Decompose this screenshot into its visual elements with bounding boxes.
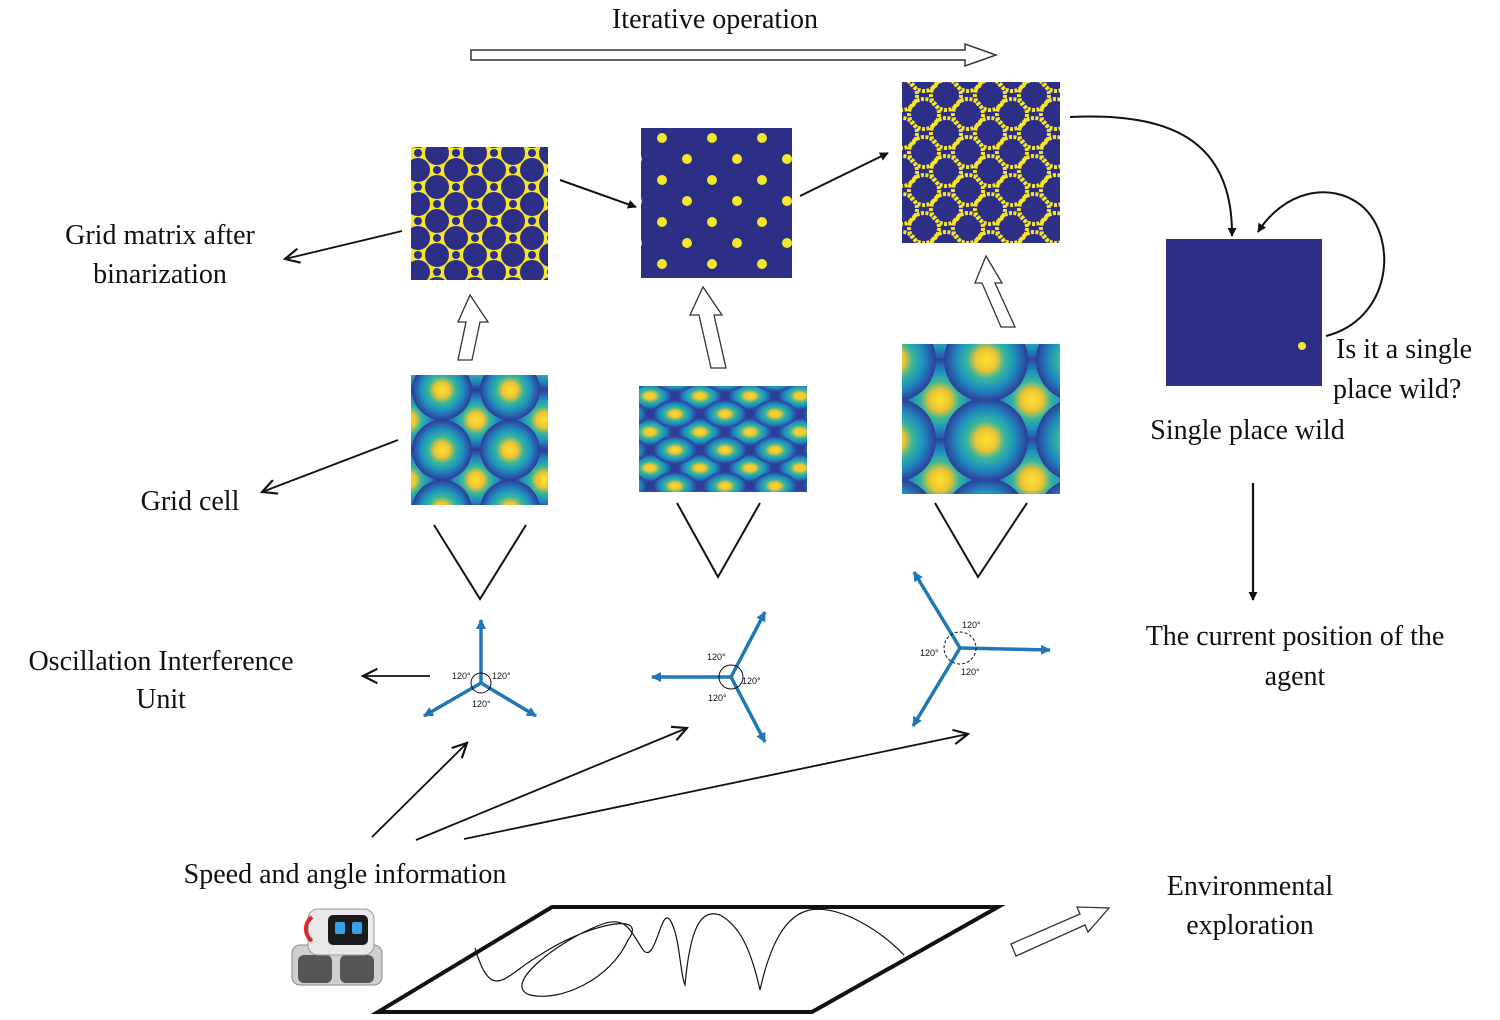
binarized-grid-matrix-1 [411,147,548,280]
environmental-exploration-label-line2: exploration [1186,910,1314,941]
speed-angle-label: Speed and angle information [183,859,507,890]
angle-label-3b: 120° [920,648,939,658]
hollow-up-arrow-1 [456,293,490,361]
arrow-matrix2-to-matrix3 [799,152,889,197]
oscillation-unit-1 [423,619,537,718]
angle-label-2b: 120° [742,676,761,686]
iterative-operation-arrow [470,42,999,68]
exploration-trajectory [474,908,905,997]
arrow-matrix3-to-single-place [1069,115,1237,237]
grid-cell-heatmap-3 [902,344,1060,494]
oscillation-label-line1: Oscillation Interference [28,646,294,677]
hollow-up-arrow-2 [688,285,727,369]
pointer-grid-matrix [285,230,403,259]
robot-agent-image [282,905,388,991]
grid-cell-heatmap-1 [411,375,548,505]
angle-label-2c: 120° [708,693,727,703]
oscillation-label-line2: Unit [136,684,186,715]
environmental-exploration-arrow [1010,906,1111,957]
loop-arrow-single-place [1257,191,1386,337]
binarized-grid-matrix-2 [641,128,792,278]
speed-arrow-to-unit-1 [371,743,467,838]
angle-label-3c: 120° [961,667,980,677]
arrow-matrix1-to-matrix2 [559,179,637,209]
single-place-field-image [1166,239,1322,386]
hollow-up-arrow-3 [974,254,1017,328]
binarized-grid-matrix-3 [902,82,1060,243]
v-connector-3 [934,502,1028,579]
environment-plane [370,905,1006,1014]
question-label-line1: Is it a single [1336,334,1473,365]
speed-arrow-to-unit-3 [463,734,968,840]
current-position-label-line1: The current position of the [1145,621,1445,652]
pointer-grid-cell [262,439,399,492]
oscillation-unit-3 [911,571,1051,727]
v-connector-1 [433,524,527,601]
angle-label-3a: 120° [962,620,981,630]
speed-arrow-to-unit-2 [415,728,687,841]
grid-matrix-label-line2: binarization [93,259,227,290]
iterative-operation-label: Iterative operation [611,4,818,35]
angle-label-1b: 120° [492,671,511,681]
angle-label-2a: 120° [707,652,726,662]
grid-matrix-label-line1: Grid matrix after [65,220,255,251]
grid-cell-heatmap-2 [639,386,807,492]
question-label-line2: place wild? [1333,374,1462,405]
current-position-label-line2: agent [1264,661,1326,692]
angle-label-1a: 120° [452,671,471,681]
environmental-exploration-label-line1: Environmental [1166,871,1334,902]
angle-label-1c: 120° [472,699,491,709]
oscillation-unit-2 [651,611,767,743]
v-connector-2 [676,502,761,580]
grid-cell-label: Grid cell [140,486,240,517]
single-place-label: Single place wild [1150,415,1345,446]
